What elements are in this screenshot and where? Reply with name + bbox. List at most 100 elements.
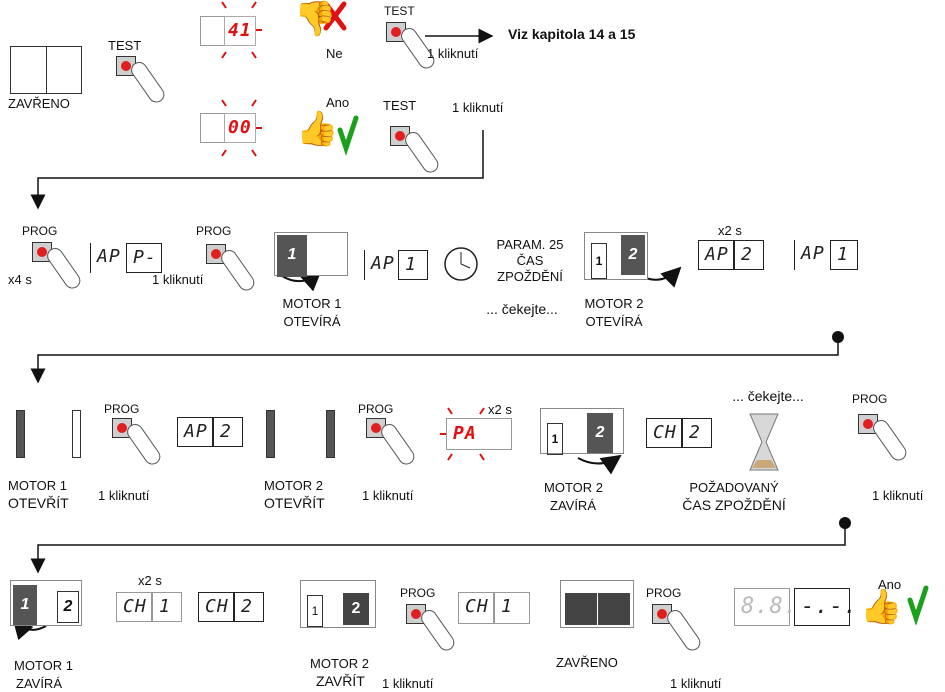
required-label: POŽADOVANÝ [689, 480, 779, 495]
gate-motor2-opens-icon: 1 2 [584, 232, 648, 280]
leaf-number: 1 [591, 243, 607, 279]
open-label-1: OTEVŘÍT [8, 495, 69, 511]
closed-label-2: ZAVŘENO [556, 655, 618, 670]
one-click-label-4: 1 kliknutí [98, 488, 150, 503]
clock-icon [444, 247, 478, 281]
display-ch-3: CH [198, 592, 234, 622]
one-click-label-6: 1 kliknutí [872, 488, 924, 503]
wait-label-2: ... čekejte... [732, 388, 804, 404]
test-label-2: TEST [384, 4, 415, 18]
leaf-number: 1 [13, 585, 37, 625]
one-click-label-3: 1 kliknutí [152, 272, 204, 287]
gate-motor1-closes-icon: 1 2 [10, 580, 82, 626]
x2s-label-1: x2 s [718, 223, 742, 238]
prog-label-7: PROG [646, 586, 682, 600]
one-click-label-8: 1 kliknutí [670, 676, 722, 691]
flow-line-1 [30, 130, 484, 210]
display-blank-3 [446, 418, 512, 450]
gate-motor2-close-icon: 1 2 [300, 580, 376, 628]
display-two-2: 2 [213, 417, 243, 447]
gate-leaf-right-icon [72, 410, 81, 458]
no-label: Ne [326, 46, 343, 61]
yes-label-2: Ano [878, 577, 902, 592]
gate-leaf-left-icon [266, 410, 275, 458]
opens-label-2: OTEVÍRÁ [585, 314, 643, 329]
delay-label: ZPOŽDĚNÍ [497, 269, 563, 284]
open-label-2: OTEVŘÍT [264, 495, 325, 511]
hourglass-icon [749, 413, 779, 471]
one-click-label-7: 1 kliknutí [382, 676, 434, 691]
leaf-number: 1 [307, 595, 323, 627]
display-p-dash: P- [126, 243, 162, 273]
motor2-label-3: MOTOR 2 [544, 480, 603, 495]
leaf-number: 2 [587, 413, 613, 453]
gate-leaf-right-icon [326, 410, 335, 458]
required-delay-label: ČAS ZPOŽDĚNÍ [682, 497, 786, 513]
leaf-number: 2 [57, 591, 79, 623]
display-00: 00 [224, 113, 256, 143]
display-88: 8.8. [734, 588, 797, 626]
flow-line-2 [30, 331, 844, 384]
yes-label-1: Ano [326, 95, 350, 110]
prog-label-6: PROG [400, 586, 436, 600]
display-two-1: 2 [734, 240, 764, 270]
motor1-label-2: MOTOR 1 [8, 478, 67, 493]
test-label-3: TEST [383, 98, 417, 113]
display-ch-4: CH [458, 592, 494, 624]
flow-line-3 [30, 517, 851, 574]
closed-gate-icon [10, 46, 82, 94]
gate-leaf-left-icon [16, 410, 25, 458]
closes-label-1: ZAVÍRÁ [550, 498, 596, 513]
prog-label-4: PROG [358, 402, 394, 416]
gate-motor2-closes-icon: 1 2 [540, 408, 624, 455]
x2s-label-2: x2 s [488, 402, 512, 417]
check-icon-2 [907, 585, 929, 626]
display-ap-3: AP [698, 240, 734, 270]
leaf-number: 1 [277, 235, 307, 277]
display-two-4: 2 [234, 592, 264, 622]
display-pa: PA [453, 423, 477, 444]
thumbs-up-icon: 👍 [296, 110, 339, 148]
thumbs-up-icon: 👍 [860, 588, 903, 626]
see-chapter-label: Viz kapitola 14 a 15 [508, 26, 636, 42]
prog-label-5: PROG [852, 392, 888, 406]
leaf-number: 2 [621, 235, 645, 275]
display-ap-1: AP [90, 243, 126, 273]
motor1-label-3: MOTOR 1 [14, 658, 73, 673]
closed-gate-dark-icon [560, 580, 634, 628]
test-label-1: TEST [108, 38, 142, 53]
blink-rays-pa [440, 407, 492, 461]
display-two-3: 2 [682, 418, 712, 448]
display-ch-1: CH [646, 418, 682, 448]
motor2-label-2: MOTOR 2 [264, 478, 323, 493]
one-click-label-2: 1 kliknutí [452, 100, 504, 115]
one-click-label-1: 1 kliknutí [427, 46, 479, 61]
leaf-number: 2 [343, 593, 369, 625]
display-one-4: 1 [494, 592, 530, 624]
display-41: 41 [224, 16, 256, 46]
delay-time-label: ČAS [516, 253, 544, 268]
close-label: ZAVŘÍT [316, 673, 365, 689]
param25-label: PARAM. 25 [496, 237, 564, 252]
prog-label-2: PROG [196, 224, 232, 238]
one-click-label-5: 1 kliknutí [362, 488, 414, 503]
check-icon-1 [337, 115, 359, 156]
cross-icon [323, 1, 347, 31]
x2s-label-3: x2 s [138, 573, 162, 588]
display-one-2: 1 [830, 240, 858, 270]
wait-label-1: ... čekejte... [486, 301, 558, 317]
display-ch-2: CH [116, 592, 152, 622]
prog-label-1: PROG [22, 224, 58, 238]
rotate-arrow-3 [577, 454, 622, 475]
display-one-3: 1 [152, 592, 182, 622]
closed-label: ZAVŘENO [8, 96, 70, 111]
display-ap-4: AP [794, 240, 830, 270]
display-ap-2: AP [364, 250, 400, 280]
display-one-1: 1 [398, 250, 428, 280]
prog-label-3: PROG [104, 402, 140, 416]
motor2-label-1: MOTOR 2 [584, 296, 644, 311]
gate-motor1-opens-icon: 1 [274, 232, 348, 277]
opens-label-1: OTEVÍRÁ [283, 314, 341, 329]
display-dash: -.-. [794, 588, 857, 626]
